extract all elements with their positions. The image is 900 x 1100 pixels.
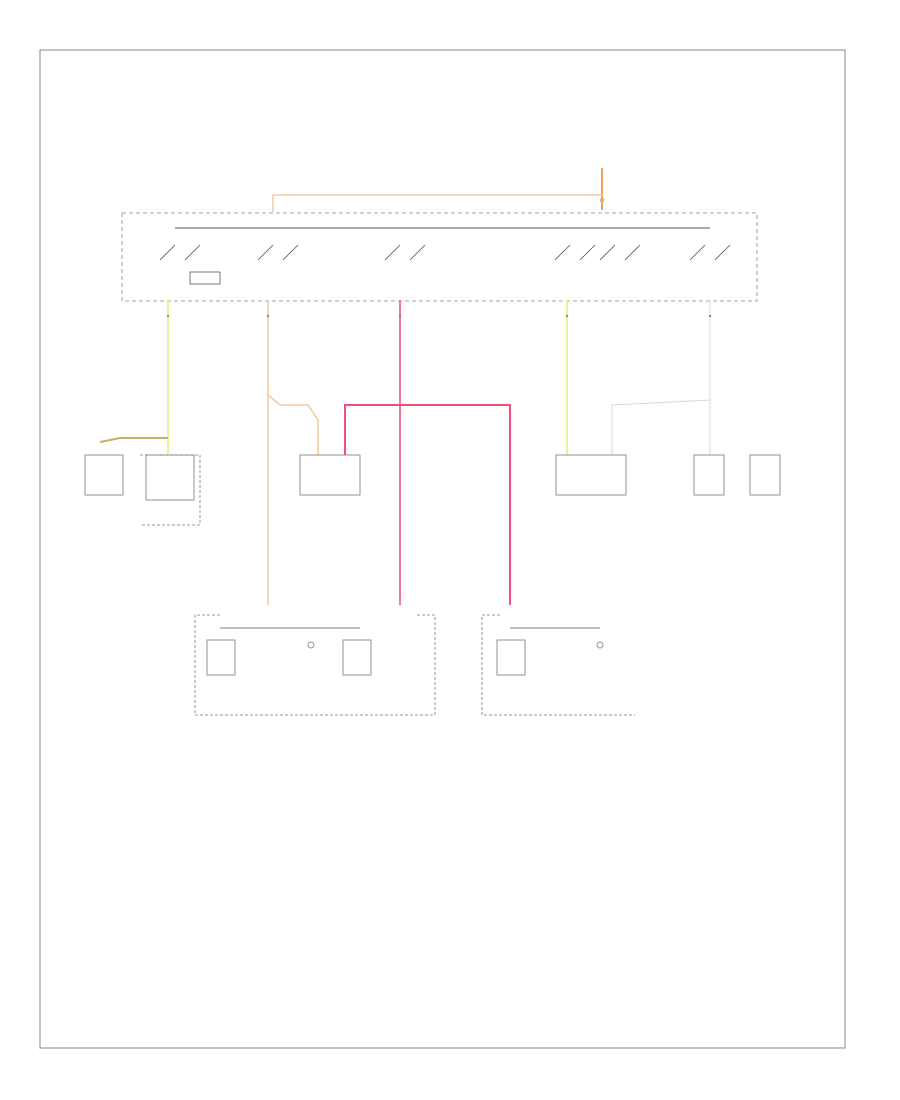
hot-pink-wire <box>344 404 511 605</box>
upper-modules <box>84 454 781 526</box>
module-left-2 <box>145 454 195 501</box>
lower-right-lamp <box>596 641 604 649</box>
lower-left-module <box>194 614 436 716</box>
switch-contact-5 <box>599 244 641 261</box>
switch-contact-6 <box>689 244 731 261</box>
lower-right-device <box>496 639 526 676</box>
module-right-1 <box>555 454 627 496</box>
lower-left-device-2 <box>342 639 372 676</box>
top-orange-bus-wire <box>272 194 602 212</box>
module-right-3 <box>749 454 781 496</box>
lower-left-lamp <box>307 641 315 649</box>
switch-contact-2 <box>257 244 299 261</box>
lower-right-dashed-box <box>481 614 635 716</box>
ignition-switch-box <box>121 212 758 302</box>
switch-contact-3 <box>384 244 426 261</box>
module-left-1 <box>84 454 124 496</box>
switch-relay-box-1 <box>189 271 221 285</box>
module-right-2 <box>693 454 725 496</box>
switch-contact-4 <box>554 244 596 261</box>
light-orange-wire <box>267 300 319 455</box>
switch-output-pins <box>166 314 712 318</box>
page-frame <box>39 49 846 1049</box>
yellow-black-wire-left <box>99 437 168 443</box>
top-power-source <box>599 168 605 210</box>
lower-left-device-1 <box>206 639 236 676</box>
switch-contacts <box>159 244 731 285</box>
module-center <box>299 454 361 496</box>
switch-contact-1 <box>159 244 201 261</box>
lower-right-module <box>481 614 635 716</box>
white-wire-right <box>611 300 711 455</box>
module-left-dashed-box <box>140 454 201 526</box>
lower-left-dashed-box <box>194 614 436 716</box>
